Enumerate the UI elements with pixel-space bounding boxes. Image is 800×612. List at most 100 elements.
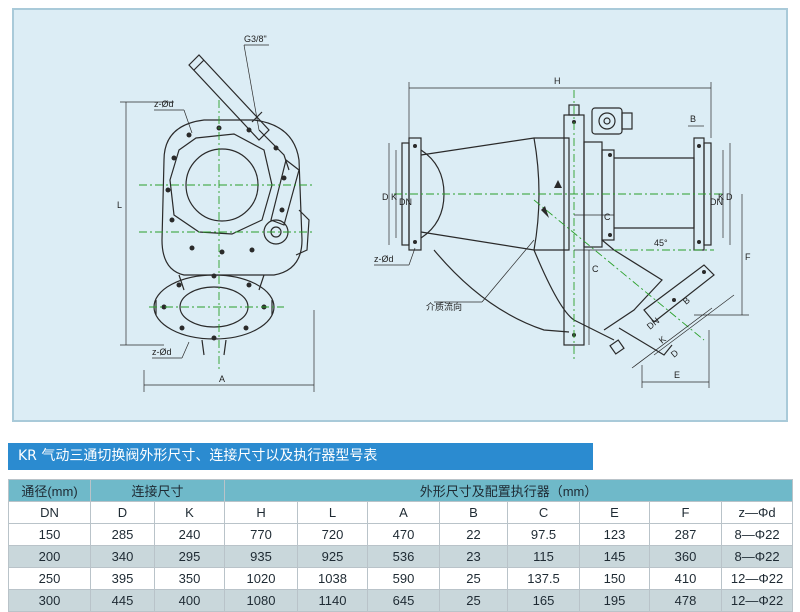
col-header: K [153, 501, 226, 524]
label-g-thread: G3/8" [244, 34, 267, 44]
table-cell: 240 [153, 523, 226, 546]
table-cell: 22 [439, 523, 509, 546]
label-dim-b-outlet: B [681, 295, 692, 307]
group-header-connection: 连接尺寸 [89, 479, 226, 502]
label-dim-d-outlet: D [669, 347, 681, 359]
table-cell: 445 [90, 589, 155, 612]
table-cell: 25 [439, 567, 509, 590]
table-cell: 195 [579, 589, 651, 612]
table-cell: 12—Φ22 [721, 589, 794, 612]
label-dim-c-upper: C [604, 212, 611, 222]
col-header: A [367, 501, 441, 524]
table-cell: 536 [367, 545, 441, 568]
table-cell: 97.5 [507, 523, 581, 546]
label-dim-dn-right: DN [710, 197, 723, 207]
table-cell: 295 [153, 545, 226, 568]
label-z-phi-d-right: z-Ød [374, 254, 394, 264]
table-cell: 1140 [297, 589, 369, 612]
table-cell: 720 [297, 523, 369, 546]
table-cell: 400 [153, 589, 226, 612]
col-header: C [507, 501, 581, 524]
table-cell: 200 [8, 545, 91, 568]
table-cell: 340 [90, 545, 155, 568]
table-cell: 165 [507, 589, 581, 612]
group-header-dimensions: 外形尺寸及配置执行器（mm） [224, 479, 794, 502]
col-header: D [90, 501, 155, 524]
label-dim-e: E [674, 370, 680, 380]
col-header: DN [8, 501, 91, 524]
table-row: 300 445 400 1080 1140 645 25 165 195 478… [8, 589, 794, 612]
label-dim-h: H [554, 76, 561, 86]
col-header: H [224, 501, 299, 524]
col-header: z—Φd [721, 501, 794, 524]
lever-arm [270, 158, 300, 226]
col-header: F [649, 501, 723, 524]
label-z-phi-d-bottom: z-Ød [152, 347, 172, 357]
table-cell: 395 [90, 567, 155, 590]
col-header: E [579, 501, 651, 524]
table-row: 150 285 240 770 720 470 22 97.5 123 287 … [8, 523, 794, 546]
table-row: 250 395 350 1020 1038 590 25 137.5 150 4… [8, 567, 794, 590]
valve-drawing-svg: G3/8" z-Ød z-Ød A L H B C C D K DN DN K … [117, 34, 751, 392]
label-dim-a: A [219, 374, 225, 384]
right-main-body [420, 137, 570, 251]
table-cell: 360 [649, 545, 723, 568]
flow-arrow-up [554, 180, 562, 188]
label-dim-d-right: D [726, 192, 733, 202]
label-dim-k-outlet: K [657, 334, 668, 346]
table-cell: 1038 [297, 567, 369, 590]
table-cell: 23 [439, 545, 509, 568]
col-header: B [439, 501, 509, 524]
label-z-phi-d-top: z-Ød [154, 99, 174, 109]
outlet-flange [643, 264, 715, 323]
table-cell: 150 [8, 523, 91, 546]
label-angle: 45° [654, 238, 668, 248]
table-cell: 145 [579, 545, 651, 568]
table-cell: 8—Φ22 [721, 523, 794, 546]
flow-arrow-diag [541, 206, 549, 218]
table-cell: 590 [367, 567, 441, 590]
table-cell: 150 [579, 567, 651, 590]
table-cell: 137.5 [507, 567, 581, 590]
left-octagon [169, 133, 273, 235]
label-dim-l: L [117, 200, 122, 210]
table-cell: 645 [367, 589, 441, 612]
right-pipe [614, 157, 695, 229]
left-bolt-holes [161, 125, 287, 341]
table-cell: 12—Φ22 [721, 567, 794, 590]
column-header-row: DN D K H L A B C E F z—Φd [8, 501, 794, 524]
table-cell: 470 [367, 523, 441, 546]
actuator-box [591, 107, 623, 135]
spec-table: 通径(mm) 连接尺寸 外形尺寸及配置执行器（mm） DN D K H L A … [8, 479, 794, 612]
table-cell: 8—Φ22 [721, 545, 794, 568]
table-cell: 770 [224, 523, 299, 546]
table-cell: 410 [649, 567, 723, 590]
label-dim-k-right: K [718, 192, 724, 202]
group-header-bore: 通径(mm) [8, 479, 91, 502]
label-dim-b: B [690, 114, 696, 124]
group-header-row: 通径(mm) 连接尺寸 外形尺寸及配置执行器（mm） [8, 479, 794, 502]
table-row: 200 340 295 935 925 536 23 115 145 360 8… [8, 545, 794, 568]
label-dim-f: F [745, 252, 751, 262]
table-cell: 285 [90, 523, 155, 546]
table-cell: 300 [8, 589, 91, 612]
table-cell: 287 [649, 523, 723, 546]
table-cell: 350 [153, 567, 226, 590]
table-cell: 123 [579, 523, 651, 546]
lower-outlet [601, 239, 663, 331]
left-body-outline [161, 119, 303, 276]
table-cell: 1080 [224, 589, 299, 612]
label-dim-k-left: K [391, 192, 397, 202]
label-dim-dn-left: DN [399, 197, 412, 207]
label-flow-direction: 介质流向 [426, 301, 462, 313]
table-cell: 1020 [224, 567, 299, 590]
table-cell: 935 [224, 545, 299, 568]
table-cell: 25 [439, 589, 509, 612]
label-dim-d-left: D [382, 192, 389, 202]
technical-drawing: G3/8" z-Ød z-Ød A L H B C C D K DN DN K … [12, 8, 788, 422]
table-cell: 115 [507, 545, 581, 568]
table-cell: 250 [8, 567, 91, 590]
table-title: KR 气动三通切换阀外形尺寸、连接尺寸以及执行器型号表 [8, 443, 593, 470]
label-dim-c-lower: C [592, 264, 599, 274]
table-cell: 925 [297, 545, 369, 568]
